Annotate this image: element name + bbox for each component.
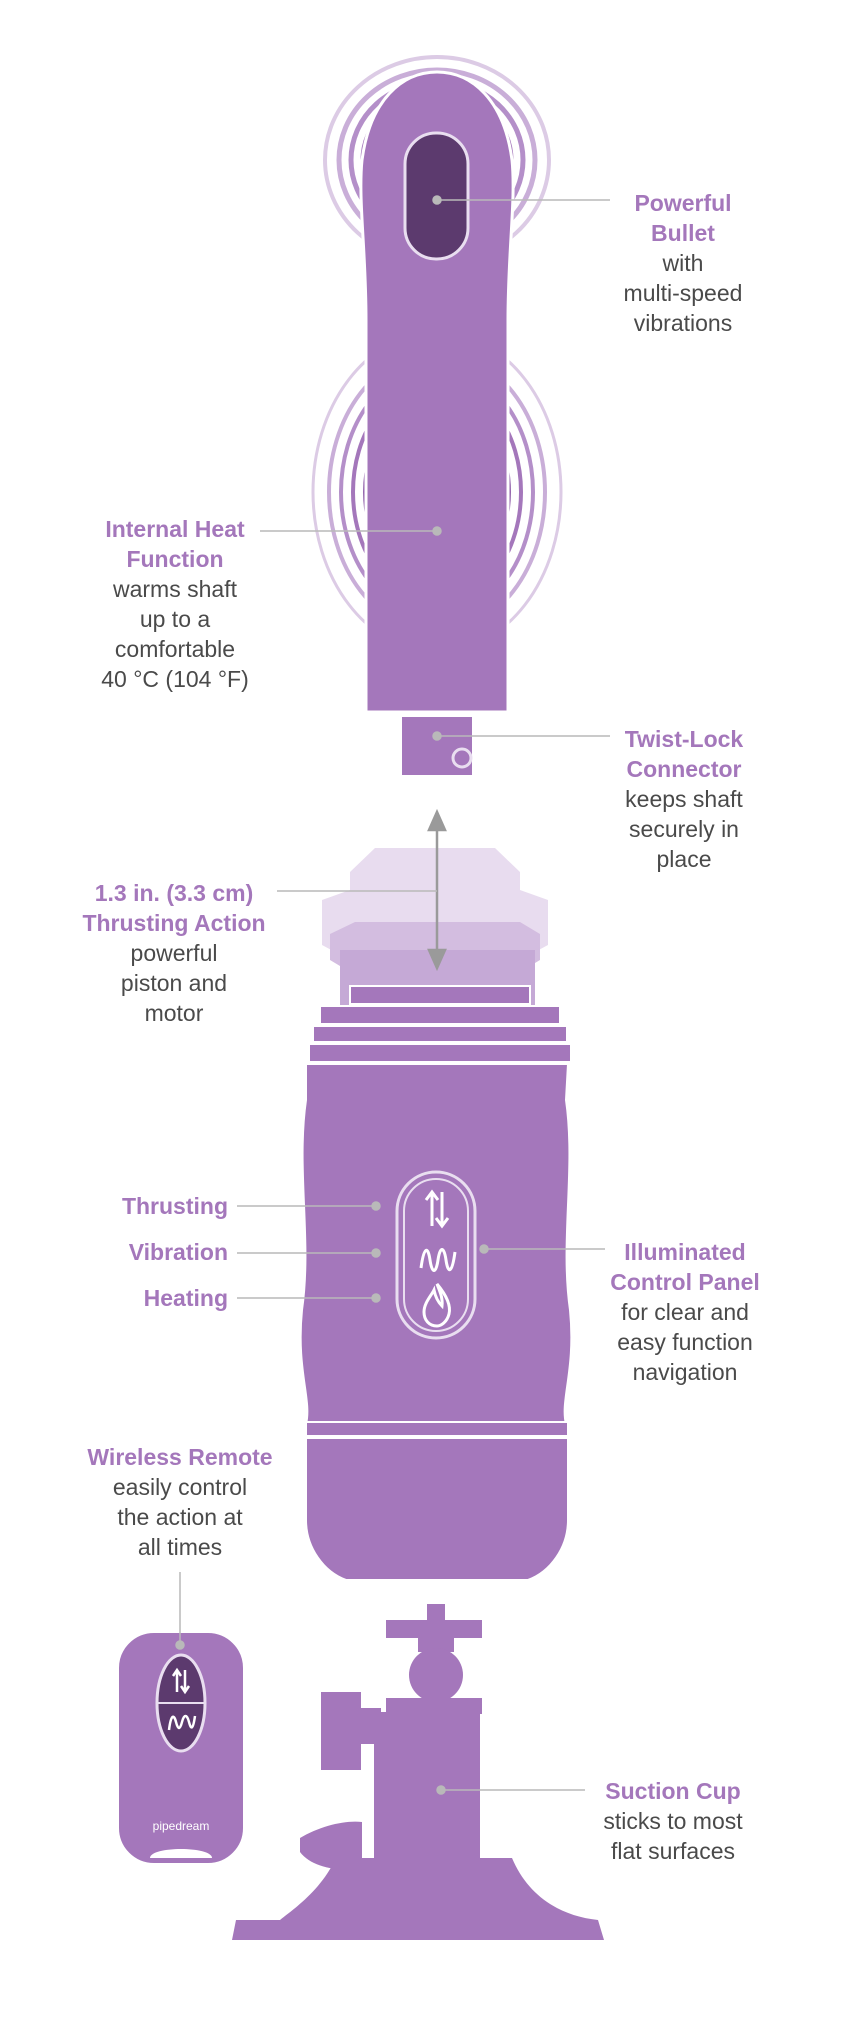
callout-body: easy function <box>617 1329 753 1355</box>
callout-body: the action at <box>117 1504 243 1530</box>
callout-title: Thrusting Action <box>82 910 266 936</box>
callout-body: multi-speed <box>623 280 743 306</box>
callout-body: for clear and <box>621 1299 749 1325</box>
label-vibration: Vibration <box>128 1239 228 1265</box>
callout-title: Control Panel <box>610 1269 760 1295</box>
callout-body: sticks to most <box>603 1808 743 1834</box>
control-panel <box>395 1170 477 1340</box>
callout-title: Suction Cup <box>605 1778 741 1804</box>
vibration-icon[interactable] <box>419 1248 457 1272</box>
callout-title: Twist-Lock <box>624 726 744 752</box>
heating-icon[interactable] <box>422 1283 451 1328</box>
callout-body: navigation <box>632 1359 738 1385</box>
callout-body: all times <box>137 1534 223 1560</box>
remote-vibration-icon[interactable] <box>167 1714 197 1731</box>
callout-body: easily control <box>112 1474 248 1500</box>
callout-title: Function <box>126 546 224 572</box>
callout-body: up to a <box>139 606 211 632</box>
callout-body: place <box>656 846 712 872</box>
callout-heat: Internal Heat Function warms shaft up to… <box>70 514 280 694</box>
ribbed-neck <box>308 985 572 1063</box>
label-heating: Heating <box>143 1285 228 1311</box>
callout-title: Powerful <box>634 190 732 216</box>
callout-suction-cup: Suction Cup sticks to most flat surfaces <box>578 1776 768 1866</box>
callout-body: securely in <box>629 816 739 842</box>
callout-body: keeps shaft <box>625 786 743 812</box>
callout-body: powerful <box>130 940 218 966</box>
callout-title: 1.3 in. (3.3 cm) <box>94 880 254 906</box>
callout-body: comfortable <box>114 636 236 662</box>
body-band <box>305 1421 569 1437</box>
callout-title: Connector <box>626 756 742 782</box>
thrust-arrow-icon <box>427 808 447 972</box>
callout-body: vibrations <box>633 310 733 336</box>
callout-title: Wireless Remote <box>87 1444 273 1470</box>
callout-thrusting-action: 1.3 in. (3.3 cm) Thrusting Action powerf… <box>62 878 286 1028</box>
thrusting-icon[interactable] <box>424 1189 450 1229</box>
lower-body <box>305 1437 569 1581</box>
callout-body: with <box>662 250 704 276</box>
callout-remote: Wireless Remote easily control the actio… <box>70 1442 290 1562</box>
label-thrusting: Thrusting <box>121 1193 228 1219</box>
remote-thrust-icon[interactable] <box>171 1667 191 1695</box>
shaft <box>359 70 515 714</box>
callout-title: Illuminated <box>624 1239 746 1265</box>
suction-base <box>232 1604 604 1940</box>
callout-title: Internal Heat <box>105 516 245 542</box>
callout-bullet: Powerful Bullet with multi-speed vibrati… <box>603 188 763 338</box>
main-body <box>299 1063 573 1425</box>
callout-body: flat surfaces <box>611 1838 735 1864</box>
callout-body: motor <box>144 1000 204 1026</box>
callout-body: 40 °C (104 °F) <box>101 666 249 692</box>
callout-body: warms shaft <box>113 576 237 602</box>
callout-title: Bullet <box>651 220 715 246</box>
remote-brand-text: pipedream <box>153 1819 210 1833</box>
leader-lines <box>175 195 610 1795</box>
connector-knob-icon <box>451 747 473 769</box>
callout-control-panel: Illuminated Control Panel for clear and … <box>590 1237 780 1387</box>
callout-twist-lock: Twist-Lock Connector keeps shaft securel… <box>598 724 770 874</box>
callout-body: piston and <box>120 970 228 996</box>
